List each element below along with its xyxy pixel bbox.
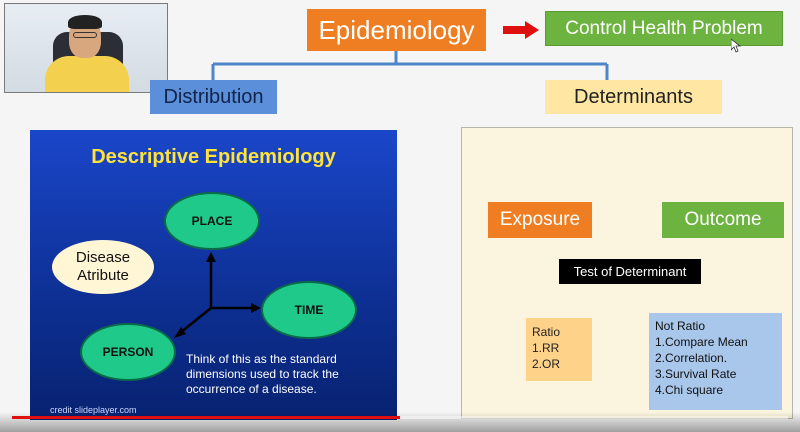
place-ellipse: PLACE [164,192,260,250]
not-ratio-item: 3.Survival Rate [655,367,737,381]
ratio-item: 1.RR [532,341,560,355]
not-ratio-item: 4.Chi square [655,383,724,397]
determinants-box: Determinants [545,80,722,114]
progress-bar-fill[interactable] [12,416,400,419]
attribute-label: Atribute [77,267,129,284]
person-ellipse: PERSON [80,323,176,381]
not-ratio-title: Not Ratio [655,319,706,333]
outcome-box: Outcome [662,202,784,238]
slide-title: Descriptive Epidemiology [91,146,336,168]
ratio-item: 2.OR [532,357,561,371]
ratio-title: Ratio [532,325,561,339]
progress-bar-track[interactable] [12,416,788,419]
player-controls-gradient [0,412,800,432]
ratio-box: Ratio 1.RR 2.OR [526,318,592,381]
control-health-problem-box: Control Health Problem [545,11,783,46]
mouse-cursor-icon [731,39,741,53]
exposure-box: Exposure [488,202,592,238]
not-ratio-box: Not Ratio 1.Compare Mean 2.Correlation. … [649,313,782,410]
presenter-webcam [4,3,168,93]
epidemiology-box: Epidemiology [307,9,486,51]
not-ratio-item: 2.Correlation. [655,351,728,365]
slide-credit: credit slideplayer.com [50,405,137,415]
distribution-box: Distribution [150,80,277,114]
disease-label: Disease [75,249,131,266]
descriptive-epidemiology-slide: Descriptive Epidemiology PLACE TIME PERS… [30,130,397,420]
time-ellipse: TIME [261,281,357,339]
dimension-axes [174,252,261,338]
test-of-determinant-box: Test of Determinant [559,259,701,284]
right-arrow-icon [503,21,539,39]
not-ratio-item: 1.Compare Mean [655,335,748,349]
disease-attribute-ellipse: Disease Atribute [52,240,154,294]
slide-note: Think of this as the standard dimensions… [186,352,339,396]
